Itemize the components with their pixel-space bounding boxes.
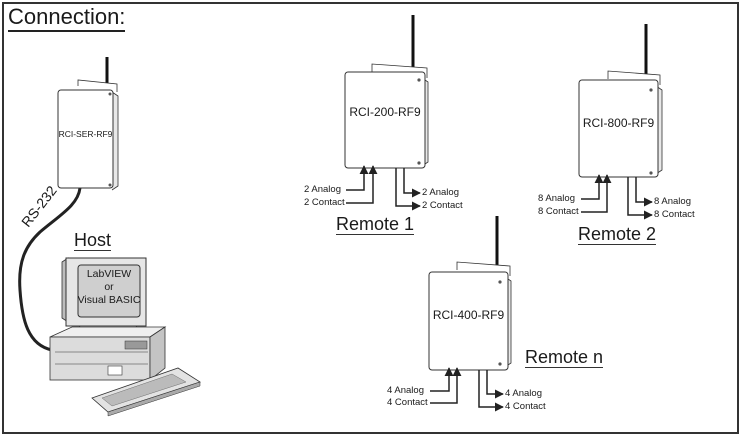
host-transceiver (57, 57, 119, 191)
remote-n-input-contact: 4 Contact (387, 397, 428, 408)
screen-line-1: LabVIEW (86, 268, 132, 280)
screen-line-2: or (104, 281, 114, 293)
remote-1-label: Remote 1 (336, 214, 415, 235)
remote-2-device (578, 24, 663, 220)
host-label: Host (74, 230, 112, 251)
page-title: Connection: (8, 5, 126, 32)
host-computer (49, 257, 201, 417)
remote-2-label: Remote 2 (578, 224, 657, 245)
host-screen-text: LabVIEW or Visual BASIC (76, 268, 142, 307)
screen-line-3: Visual BASIC (77, 294, 141, 306)
remote-2-output-analog: 8 Analog (654, 196, 691, 207)
remote-2-device-name: RCI-800-RF9 (582, 116, 655, 130)
remote-1-device-name: RCI-200-RF9 (349, 105, 421, 119)
remote-n-label: Remote n (525, 347, 604, 368)
remote-n-output-analog: 4 Analog (505, 388, 542, 399)
remote-2-input-contact: 8 Contact (538, 206, 579, 217)
remote-2-input-analog: 8 Analog (538, 193, 575, 204)
remote-n-input-analog: 4 Analog (387, 385, 424, 396)
remote-2-output-contact: 8 Contact (654, 209, 695, 220)
rs232-cable (18, 187, 82, 352)
remote-n-device (428, 216, 512, 412)
remote-1-output-contact: 2 Contact (422, 200, 463, 211)
remote-n-output-contact: 4 Contact (505, 401, 546, 412)
remote-1-output-analog: 2 Analog (422, 187, 459, 198)
remote-1-input-contact: 2 Contact (304, 197, 345, 208)
remote-n-device-name: RCI-400-RF9 (432, 308, 505, 322)
remote-1-input-analog: 2 Analog (304, 184, 341, 195)
remote-1-device (344, 15, 429, 211)
host-device-name: RCI-SER-RF9 (58, 129, 113, 139)
